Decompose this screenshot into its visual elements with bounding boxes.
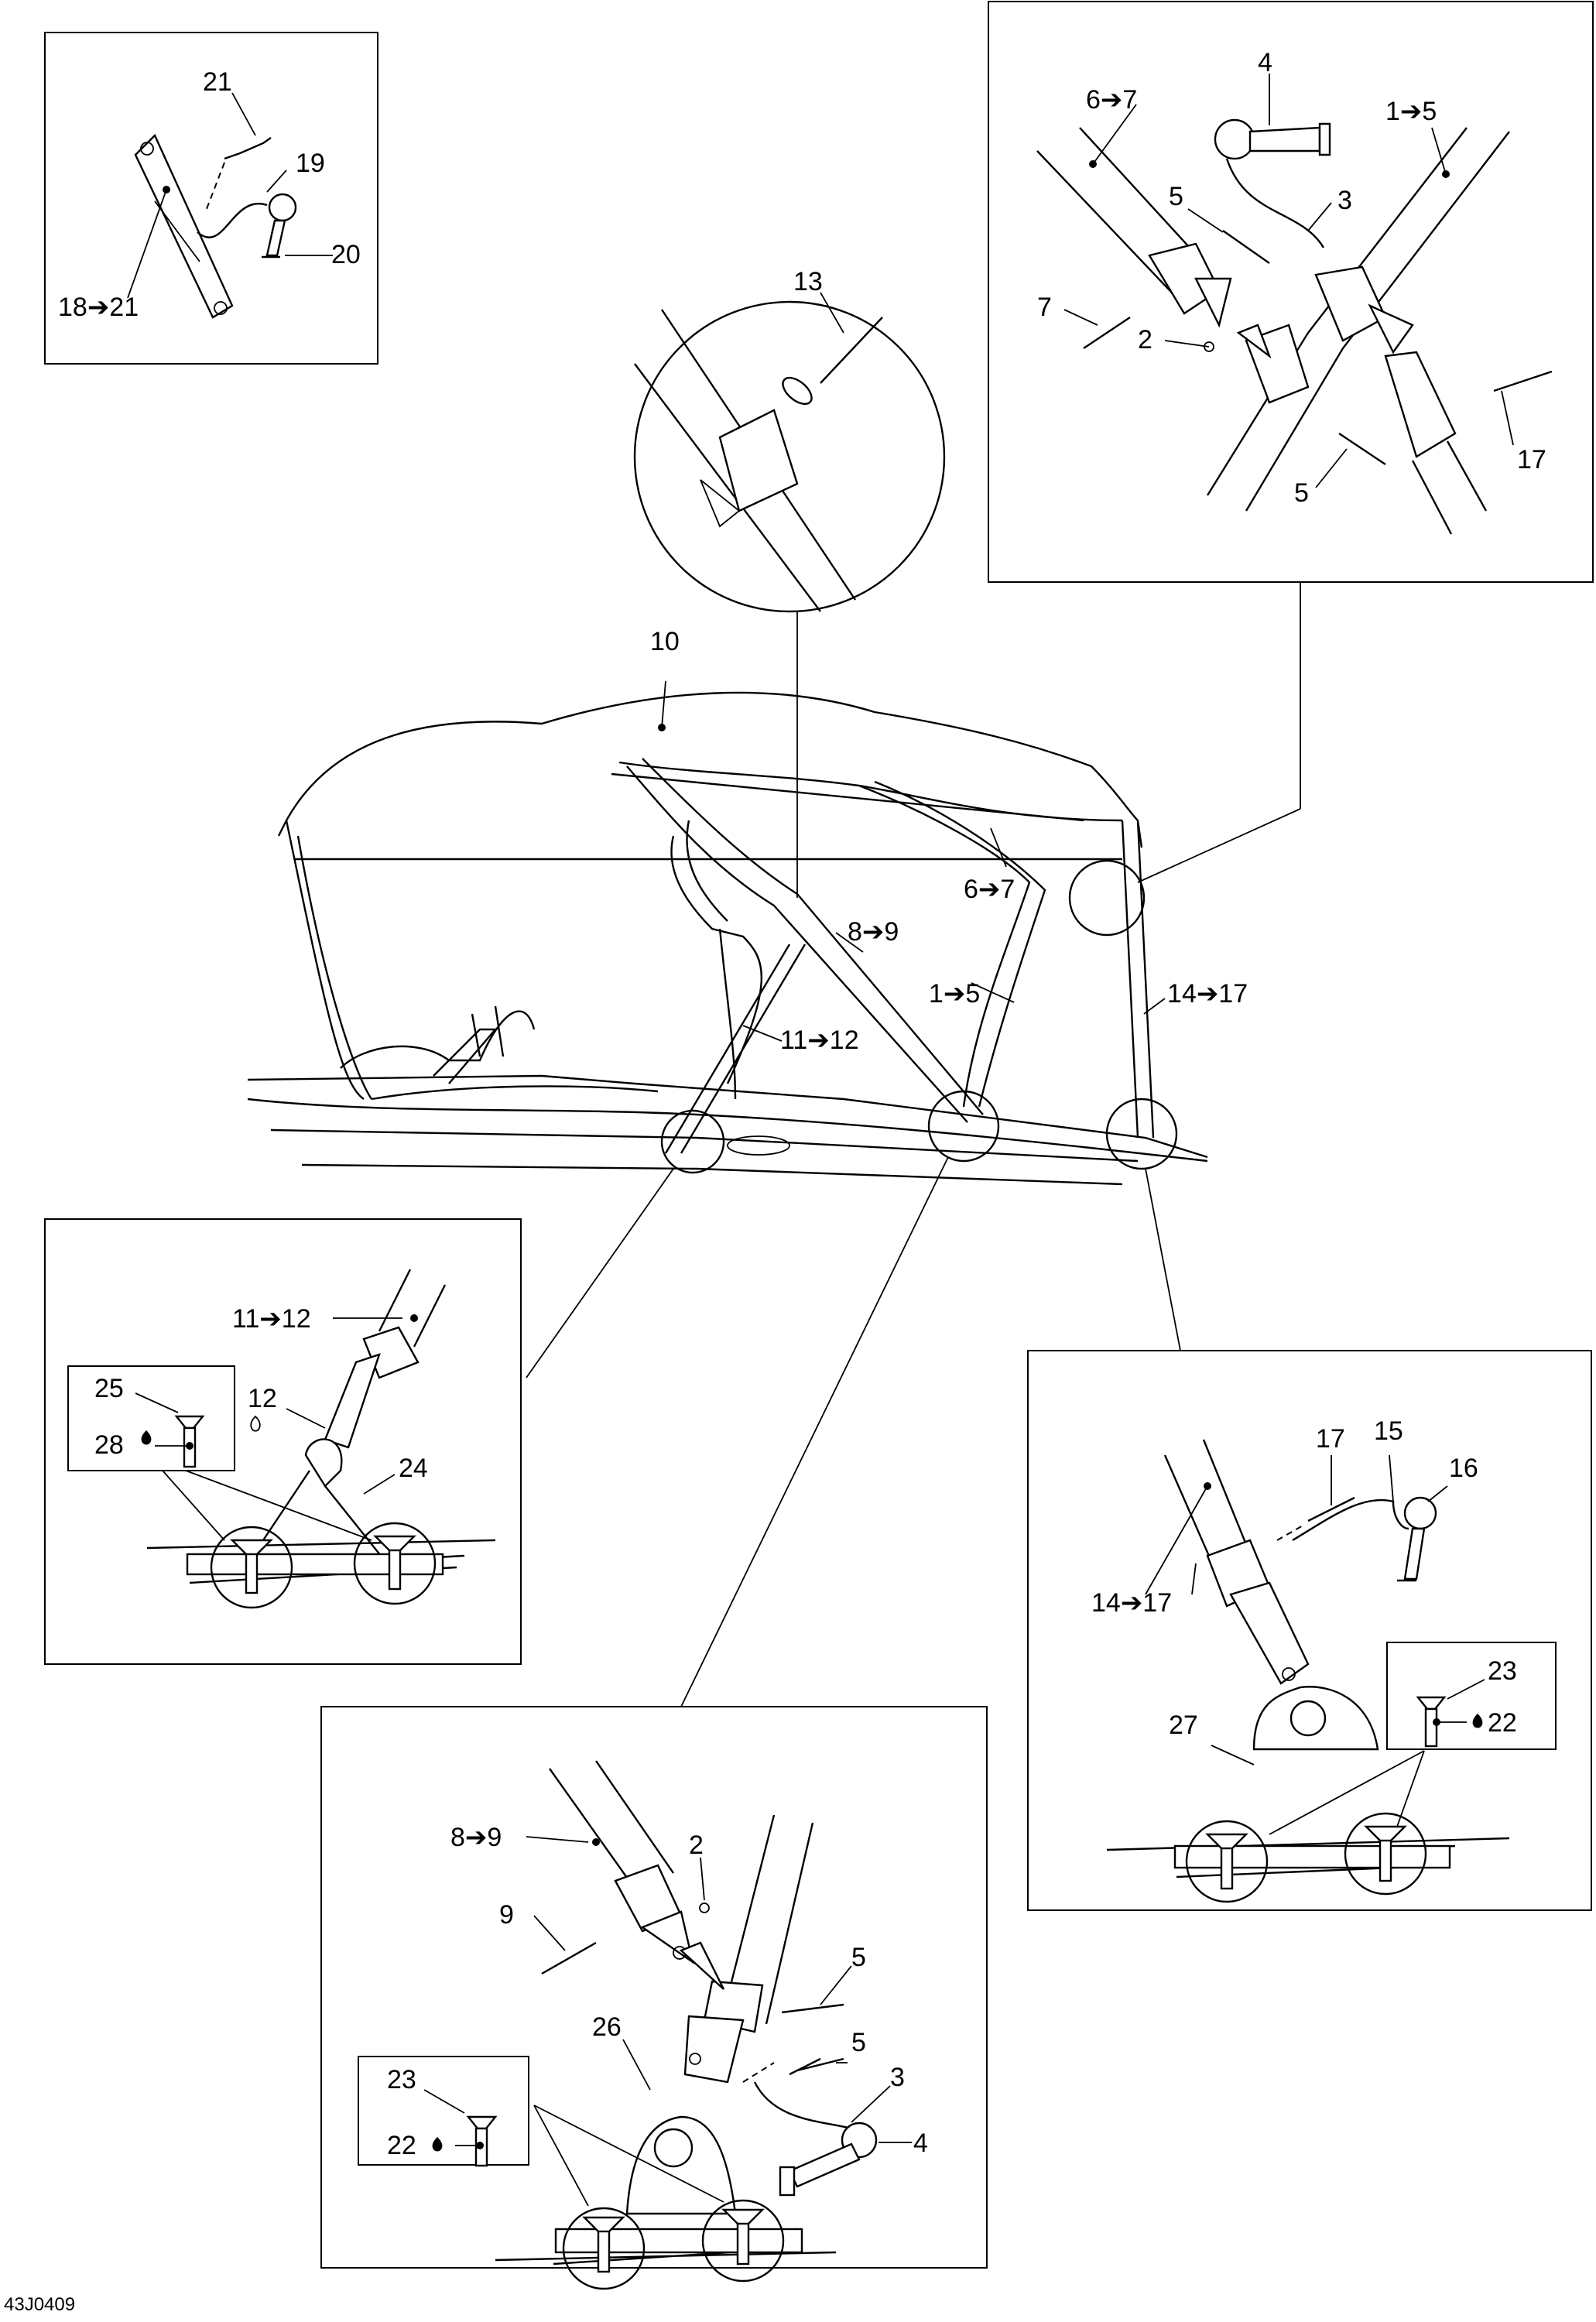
- pull-ring-part: [1403, 1496, 1437, 1530]
- bow-11-12: [664, 944, 807, 1154]
- callout-5b: 5: [851, 2028, 866, 2057]
- callout-22: 22: [387, 2131, 416, 2160]
- rivet-part: [224, 137, 272, 160]
- detail-circle: [660, 1109, 725, 1174]
- pull-pin-part: [265, 219, 286, 257]
- detail-box-mid-mount: 8➔9 2 9 5 26 5 3 23 22 4: [320, 1706, 988, 2290]
- callout-9: 9: [499, 1900, 514, 1930]
- rivet-part: [789, 2057, 844, 2076]
- diagram-code: 43J0409: [4, 2294, 75, 2315]
- rivet-part: [781, 2003, 844, 2014]
- detail-circle: [1105, 1098, 1178, 1170]
- callout-27: 27: [1169, 1711, 1198, 1740]
- lubricant-drop-icon: [432, 2137, 443, 2152]
- callout-10: 10: [650, 627, 680, 656]
- callout-7: 7: [1037, 293, 1052, 322]
- callout-26: 26: [592, 2012, 622, 2042]
- lubricant-drop-icon: [141, 1430, 152, 1445]
- tube-6-7: [1036, 127, 1208, 307]
- callout-22: 22: [1488, 1708, 1517, 1738]
- callout-19: 19: [296, 149, 325, 178]
- callout-5b: 5: [1294, 478, 1309, 508]
- bow-8-9: [626, 765, 968, 1123]
- screw-part: [699, 1902, 710, 1913]
- callout-11-12: 11➔12: [232, 1304, 311, 1334]
- callout-18-21: 18➔21: [58, 293, 139, 322]
- detail-box-tube-junction: 4 6➔7 1➔5 5 3 7 2 17 5: [988, 1, 1594, 583]
- callout-3: 3: [1337, 186, 1352, 215]
- screw-detail-circle: [1344, 1812, 1427, 1896]
- callout-5a: 5: [851, 1943, 866, 1972]
- quick-pin-part: [1248, 126, 1321, 152]
- detail-circle: [927, 1090, 1000, 1163]
- boat-hull: [247, 1074, 1208, 1159]
- callout-4: 4: [1258, 48, 1272, 77]
- screw-inset: [67, 1365, 235, 1471]
- strut-14-17: [1121, 820, 1155, 1139]
- detail-box-front-mount: 11➔12 25 28 12 24: [44, 1218, 522, 1665]
- callout-15: 15: [1374, 1416, 1403, 1446]
- callout-16: 16: [1449, 1454, 1478, 1483]
- screw-inset: [1386, 1642, 1557, 1750]
- tube-1-5: [1206, 127, 1510, 512]
- callout-28: 28: [94, 1430, 124, 1460]
- callout-3: 3: [890, 2063, 905, 2092]
- screw-detail-circle: [210, 1526, 293, 1609]
- callout-20: 20: [331, 240, 361, 269]
- callout-21: 21: [203, 67, 232, 97]
- screw-detail-circle: [562, 2207, 646, 2290]
- screw-detail-circle: [701, 2199, 785, 2283]
- detail-circle: [633, 300, 946, 613]
- callout-8-9: 8➔9: [450, 1823, 502, 1852]
- canvas-top: [285, 691, 1139, 821]
- callout-1-5: 1➔5: [929, 979, 980, 1009]
- rivet-part: [1222, 230, 1270, 264]
- callout-2: 2: [689, 1831, 704, 1860]
- callout-17: 17: [1517, 445, 1546, 474]
- callout-8-9: 8➔9: [848, 917, 899, 947]
- callout-4: 4: [913, 2128, 928, 2158]
- rivet-part: [1338, 433, 1386, 465]
- screw-detail-circle: [1185, 1820, 1269, 1903]
- callout-24: 24: [399, 1454, 428, 1483]
- callout-25: 25: [94, 1374, 124, 1403]
- lanyard-part: [197, 202, 268, 238]
- callout-23: 23: [1488, 1656, 1517, 1686]
- callout-12: 12: [248, 1384, 277, 1413]
- rivet-part: [541, 1941, 597, 1975]
- callout-17: 17: [1316, 1424, 1345, 1454]
- callout-6-7: 6➔7: [1086, 85, 1137, 115]
- bow-1-5: [858, 784, 1031, 1108]
- detail-circle: [1068, 859, 1146, 937]
- callout-11-12: 11➔12: [780, 1026, 859, 1055]
- callout-14-17: 14➔17: [1091, 1588, 1172, 1618]
- rivet-part: [1083, 317, 1131, 349]
- rivet-part: [1493, 370, 1553, 392]
- pull-pin-part: [1403, 1527, 1426, 1581]
- detail-box-pull-pin: 21 19 20 18➔21: [44, 32, 378, 365]
- callout-13: 13: [793, 267, 823, 296]
- detail-box-rear-mount: 17 15 16 14➔17 23 22 27: [1027, 1350, 1592, 1911]
- pull-ring-part: [268, 193, 297, 222]
- callout-5a: 5: [1169, 182, 1183, 211]
- callout-2: 2: [1138, 325, 1152, 354]
- screw-detail-circle: [353, 1522, 437, 1605]
- callout-6-7: 6➔7: [964, 875, 1015, 904]
- bimini-top-assembly: 13: [247, 267, 1301, 1707]
- lubricant-drop-icon: [1472, 1714, 1483, 1728]
- callout-14-17: 14➔17: [1167, 979, 1248, 1009]
- rivet-part: [1307, 1496, 1355, 1522]
- callout-1-5: 1➔5: [1385, 97, 1437, 126]
- rivet-part: [820, 317, 883, 384]
- pull-ring-part: [1214, 118, 1255, 160]
- screw-inset: [358, 2056, 529, 2166]
- callout-23: 23: [387, 2065, 416, 2094]
